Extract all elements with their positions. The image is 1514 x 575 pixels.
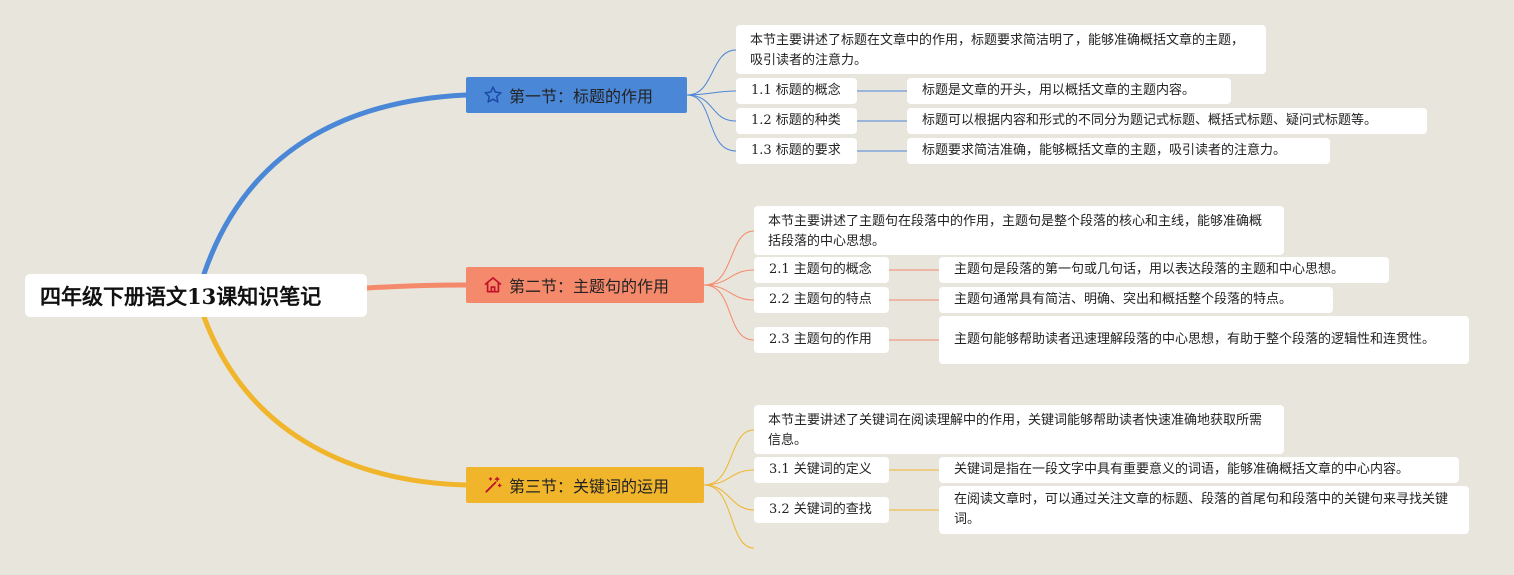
sub-node-1-1[interactable]: 1.1 标题的概念 [736, 78, 857, 104]
branch-line-1 [201, 92, 469, 277]
detail-text: 标题可以根据内容和形式的不同分为题记式标题、概括式标题、疑问式标题等。 [922, 113, 1378, 128]
detail-1-1[interactable]: 标题是文章的开头，用以概括文章的主题内容。 [907, 78, 1231, 104]
star-icon [484, 86, 502, 103]
detail-text: 主题句是段落的第一句或几句话，用以表达段落的主题和中心思想。 [954, 262, 1345, 277]
magic-wand-icon [485, 476, 502, 493]
summary-text-1: 本节主要讲述了标题在文章中的作用，标题要求简洁明了，能够准确概括文章的主题，吸引… [750, 33, 1245, 68]
detail-2-2[interactable]: 主题句通常具有简洁、明确、突出和概括整个段落的特点。 [939, 287, 1333, 313]
detail-text: 在阅读文章时，可以通过关注文章的标题、段落的首尾句和段落中的关键句来寻找关键词。 [954, 492, 1449, 527]
sub-node-1-2[interactable]: 1.2 标题的种类 [736, 108, 857, 134]
detail-text: 标题是文章的开头，用以概括文章的主题内容。 [922, 83, 1196, 98]
sub-label: 2.1 主题句的概念 [769, 262, 872, 277]
section-node-2[interactable]: 第二节：主题句的作用 [466, 267, 704, 303]
sub-label: 1.3 标题的要求 [751, 143, 841, 158]
summary-text-2: 本节主要讲述了主题句在段落中的作用，主题句是整个段落的核心和主线，能够准确概括段… [768, 214, 1263, 249]
section-title-3: 第三节：关键词的运用 [509, 477, 670, 496]
detail-3-2[interactable]: 在阅读文章时，可以通过关注文章的标题、段落的首尾句和段落中的关键句来寻找关键词。 [939, 486, 1469, 534]
section-title-1: 第一节：标题的作用 [509, 87, 654, 106]
detail-2-1[interactable]: 主题句是段落的第一句或几句话，用以表达段落的主题和中心思想。 [939, 257, 1389, 283]
section2-connectors [703, 230, 939, 341]
summary-3[interactable]: 本节主要讲述了关键词在阅读理解中的作用，关键词能够帮助读者快速准确地获取所需信息… [754, 405, 1284, 454]
sub-node-2-3[interactable]: 2.3 主题句的作用 [754, 327, 889, 353]
section-node-1[interactable]: 第一节：标题的作用 [466, 77, 687, 113]
sub-label: 1.2 标题的种类 [751, 113, 841, 128]
sub-label: 2.3 主题句的作用 [769, 332, 872, 347]
summary-text-3: 本节主要讲述了关键词在阅读理解中的作用，关键词能够帮助读者快速准确地获取所需信息… [768, 413, 1263, 448]
root-title: 四年级下册语文13课知识笔记 [40, 283, 322, 309]
detail-3-1[interactable]: 关键词是指在一段文字中具有重要意义的词语，能够准确概括文章的中心内容。 [939, 457, 1459, 483]
sub-label: 3.2 关键词的查找 [769, 502, 872, 517]
sub-node-2-2[interactable]: 2.2 主题句的特点 [754, 287, 889, 313]
sub-label: 1.1 标题的概念 [751, 83, 841, 98]
section1-connectors [686, 49, 907, 152]
section-node-3[interactable]: 第三节：关键词的运用 [466, 467, 704, 503]
sub-label: 3.1 关键词的定义 [769, 462, 872, 477]
detail-2-3[interactable]: 主题句能够帮助读者迅速理解段落的中心思想，有助于整个段落的逻辑性和连贯性。 [939, 316, 1469, 364]
sub-node-3-1[interactable]: 3.1 关键词的定义 [754, 457, 889, 483]
branch-line-2 [364, 282, 469, 291]
detail-1-3[interactable]: 标题要求简洁准确，能够概括文章的主题，吸引读者的注意力。 [907, 138, 1330, 164]
detail-text: 主题句能够帮助读者迅速理解段落的中心思想，有助于整个段落的逻辑性和连贯性。 [954, 332, 1436, 347]
root-node[interactable]: 四年级下册语文13课知识笔记 [25, 274, 367, 317]
summary-1[interactable]: 本节主要讲述了标题在文章中的作用，标题要求简洁明了，能够准确概括文章的主题，吸引… [736, 25, 1266, 74]
branch-line-3 [201, 314, 469, 488]
detail-text: 主题句通常具有简洁、明确、突出和概括整个段落的特点。 [954, 292, 1293, 307]
summary-2[interactable]: 本节主要讲述了主题句在段落中的作用，主题句是整个段落的核心和主线，能够准确概括段… [754, 206, 1284, 255]
sub-node-3-2[interactable]: 3.2 关键词的查找 [754, 497, 889, 523]
sub-node-1-3[interactable]: 1.3 标题的要求 [736, 138, 857, 164]
home-icon [484, 277, 502, 293]
section3-connectors [703, 429, 939, 549]
sub-node-2-1[interactable]: 2.1 主题句的概念 [754, 257, 889, 283]
detail-1-2[interactable]: 标题可以根据内容和形式的不同分为题记式标题、概括式标题、疑问式标题等。 [907, 108, 1427, 134]
detail-text: 标题要求简洁准确，能够概括文章的主题，吸引读者的注意力。 [922, 143, 1287, 158]
section-title-2: 第二节：主题句的作用 [509, 277, 670, 296]
detail-text: 关键词是指在一段文字中具有重要意义的词语，能够准确概括文章的中心内容。 [954, 462, 1410, 477]
sub-label: 2.2 主题句的特点 [769, 292, 872, 307]
